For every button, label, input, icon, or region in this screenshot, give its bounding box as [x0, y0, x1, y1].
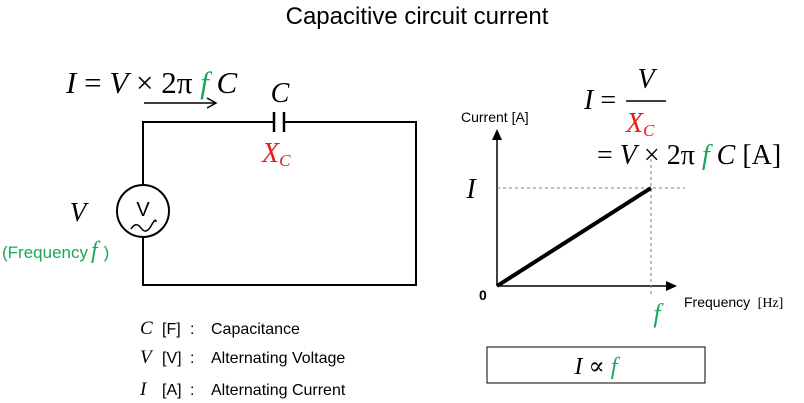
proportional-expression: I ∝ f — [574, 354, 621, 380]
formula-I: I — [65, 65, 78, 100]
formula-f: f — [200, 65, 213, 100]
eq-I: I — [583, 85, 595, 116]
graph-x-marker: f — [653, 299, 664, 328]
equation-line2: = V × 2π f C [A] — [597, 140, 781, 171]
eq-denominator: XC — [625, 108, 655, 140]
prop-symbol: ∝ — [589, 354, 605, 380]
line2-eq: = — [597, 140, 613, 171]
prop-f: f — [611, 354, 621, 380]
legend-symbol: C — [140, 318, 153, 339]
eq-numerator: V — [637, 64, 657, 95]
prop-I: I — [574, 354, 584, 380]
freq-open: ( — [2, 243, 8, 262]
graph-y-marker: I — [465, 174, 477, 205]
denominator-X: X — [625, 108, 644, 139]
line2-unit: [A] — [742, 140, 781, 171]
reactance-label: XC — [261, 138, 291, 170]
line2-C: C — [717, 140, 736, 171]
legend-symbol: V — [140, 347, 154, 368]
legend: C [F] : Capacitance V [V] : Alternating … — [139, 318, 346, 400]
xlabel-text: Frequency — [684, 294, 750, 310]
current-formula: I = V × 2π f C — [65, 65, 238, 100]
voltage-label: V — [70, 197, 90, 227]
formula-eq: = — [84, 65, 101, 100]
circuit-wires — [142, 121, 417, 286]
equation-lhs: I = — [583, 85, 616, 116]
graph-ylabel: Current [A] — [461, 109, 529, 125]
xlabel-unit: [Hz] — [758, 296, 784, 311]
legend-text: Alternating Current — [211, 382, 346, 399]
ac-source-symbol: V — [116, 184, 170, 238]
capacitor-label: C — [271, 78, 290, 109]
line2-f: f — [702, 140, 713, 171]
formula-V: V — [109, 65, 131, 100]
legend-symbol: I — [139, 379, 148, 400]
legend-row: I [A] : Alternating Current — [139, 379, 346, 400]
equation: I = V XC = V × 2π f C [A] — [583, 64, 781, 171]
legend-text: Alternating Voltage — [211, 350, 345, 367]
current-arrow — [144, 97, 218, 109]
freq-text: Frequency — [8, 243, 89, 262]
denominator-sub: C — [643, 121, 655, 140]
eq-equals: = — [600, 85, 616, 116]
legend-unit: [V] — [162, 350, 182, 367]
formula-2pi: 2π — [161, 65, 193, 100]
formula-times: × — [136, 65, 153, 100]
source-symbol-V: V — [136, 199, 150, 221]
formula-C: C — [217, 65, 238, 100]
current-line — [495, 186, 653, 288]
legend-colon: : — [190, 321, 194, 338]
graph: Current [A] 0 I f Frequency [Hz] — [461, 109, 783, 328]
legend-colon: : — [190, 350, 194, 367]
capacitor-symbol — [272, 112, 286, 132]
sine-wave-icon — [130, 219, 157, 232]
graph-xlabel: Frequency [Hz] — [684, 294, 783, 311]
y-axis-arrowhead — [492, 129, 502, 140]
x-axis-arrowhead — [666, 281, 677, 291]
page-title: Capacitive circuit current — [286, 3, 549, 30]
graph-origin: 0 — [479, 287, 487, 303]
line2-2pi: 2π — [667, 140, 695, 171]
legend-colon: : — [190, 382, 194, 399]
legend-unit: [F] — [162, 321, 181, 338]
proportional-box: I ∝ f — [486, 346, 706, 384]
line2-V: V — [620, 140, 640, 171]
legend-unit: [A] — [162, 382, 182, 399]
freq-f: f — [91, 238, 101, 264]
reactance-X: X — [261, 138, 280, 169]
legend-row: V [V] : Alternating Voltage — [140, 347, 345, 368]
legend-row: C [F] : Capacitance — [140, 318, 300, 339]
freq-close: ) — [104, 243, 110, 262]
reactance-sub: C — [279, 151, 291, 170]
legend-text: Capacitance — [211, 321, 300, 338]
line2-times: × — [644, 140, 660, 171]
